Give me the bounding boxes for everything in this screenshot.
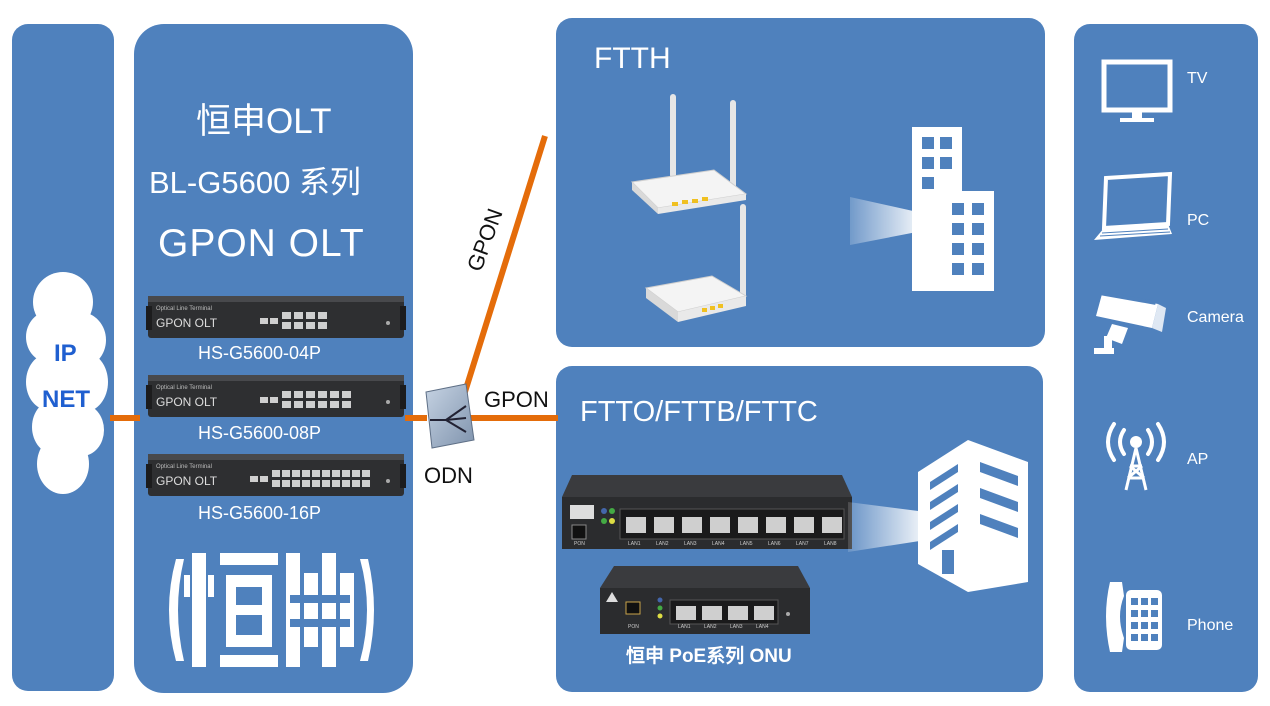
odn-splitter-icon xyxy=(425,383,475,449)
olt-chassis-small-08p: Optical Line Terminal xyxy=(156,385,212,391)
olt-model-04p: HS-G5600-04P xyxy=(198,343,322,363)
onu-large-port-3: LAN3 xyxy=(684,541,697,547)
building-icon-ftth xyxy=(850,127,994,291)
phone-icon xyxy=(1106,582,1162,652)
olt-model-16p: HS-G5600-16P xyxy=(198,503,322,523)
olt-title-series: BL-G5600 系列 xyxy=(149,165,361,200)
onu-small-port-3: LAN3 xyxy=(730,624,743,630)
laptop-icon xyxy=(1094,171,1173,240)
olt-device-04p: Optical Line Terminal GPON OLT xyxy=(146,296,406,342)
onu-large-port-8: LAN8 xyxy=(824,541,837,547)
building-icon-fttx xyxy=(848,440,1028,592)
router-icon-large xyxy=(630,94,748,214)
onu-small-port-2: LAN2 xyxy=(704,624,717,630)
olt-title-gpon: GPON OLT xyxy=(158,222,365,265)
olt-chassis-small-16p: Optical Line Terminal xyxy=(156,464,212,470)
link-odn-fttx xyxy=(470,415,558,421)
olt-model-08p: HS-G5600-08P xyxy=(198,423,322,443)
antenna-icon xyxy=(1106,422,1166,491)
camera-icon xyxy=(1094,291,1166,354)
olt-device-08p: Optical Line Terminal GPON OLT xyxy=(146,375,406,421)
onu-large-port-5: LAN5 xyxy=(740,541,753,547)
olt-device-16p: Optical Line Terminal GPON OLT xyxy=(146,454,406,500)
onu-large-port-7: LAN7 xyxy=(796,541,809,547)
olt-chassis-label-16p: GPON OLT xyxy=(156,474,218,488)
link-net-olt xyxy=(110,415,140,421)
onu-small-port-4: LAN4 xyxy=(756,624,769,630)
onu-caption: 恒申 PoE系列 ONU xyxy=(626,646,792,667)
odn-label: ODN xyxy=(424,463,473,488)
network-label-ip: IP xyxy=(54,340,77,367)
onu-small-pon: PON xyxy=(628,624,639,630)
terminal-label-ap: AP xyxy=(1187,451,1209,468)
onu-large-port-2: LAN2 xyxy=(656,541,669,547)
terminal-label-tv: TV xyxy=(1187,70,1208,87)
terminal-label-phone: Phone xyxy=(1187,617,1234,634)
router-icon-small xyxy=(644,204,748,322)
olt-chassis-label-04p: GPON OLT xyxy=(156,316,218,330)
brand-logo-icon xyxy=(169,553,374,667)
ftth-title: FTTH xyxy=(594,42,671,75)
olt-chassis-label-08p: GPON OLT xyxy=(156,395,218,409)
onu-small-port-1: LAN1 xyxy=(678,624,691,630)
onu-device-small: PON LAN1 LAN2 LAN3 LAN4 xyxy=(600,566,810,636)
fttx-title: FTTO/FTTB/FTTC xyxy=(580,396,818,428)
terminal-label-pc: PC xyxy=(1187,212,1210,229)
terminal-label-camera: Camera xyxy=(1187,309,1244,326)
link-olt-odn xyxy=(405,415,427,421)
onu-device-large: PON LAN1 LAN2 LAN3 LAN4 LAN5 LAN6 LAN7 L… xyxy=(562,475,852,553)
onu-large-port-4: LAN4 xyxy=(712,541,725,547)
onu-large-port-1: LAN1 xyxy=(628,541,641,547)
olt-chassis-small-04p: Optical Line Terminal xyxy=(156,306,212,312)
cloud-icon xyxy=(26,272,108,494)
onu-large-pon: PON xyxy=(574,541,585,547)
tv-icon xyxy=(1101,59,1173,122)
olt-title-brand: 恒申OLT xyxy=(196,102,332,141)
network-label-net: NET xyxy=(42,386,90,413)
terminals-panel xyxy=(1074,24,1258,692)
onu-large-port-6: LAN6 xyxy=(768,541,781,547)
gpon-label-lower: GPON xyxy=(484,387,549,412)
